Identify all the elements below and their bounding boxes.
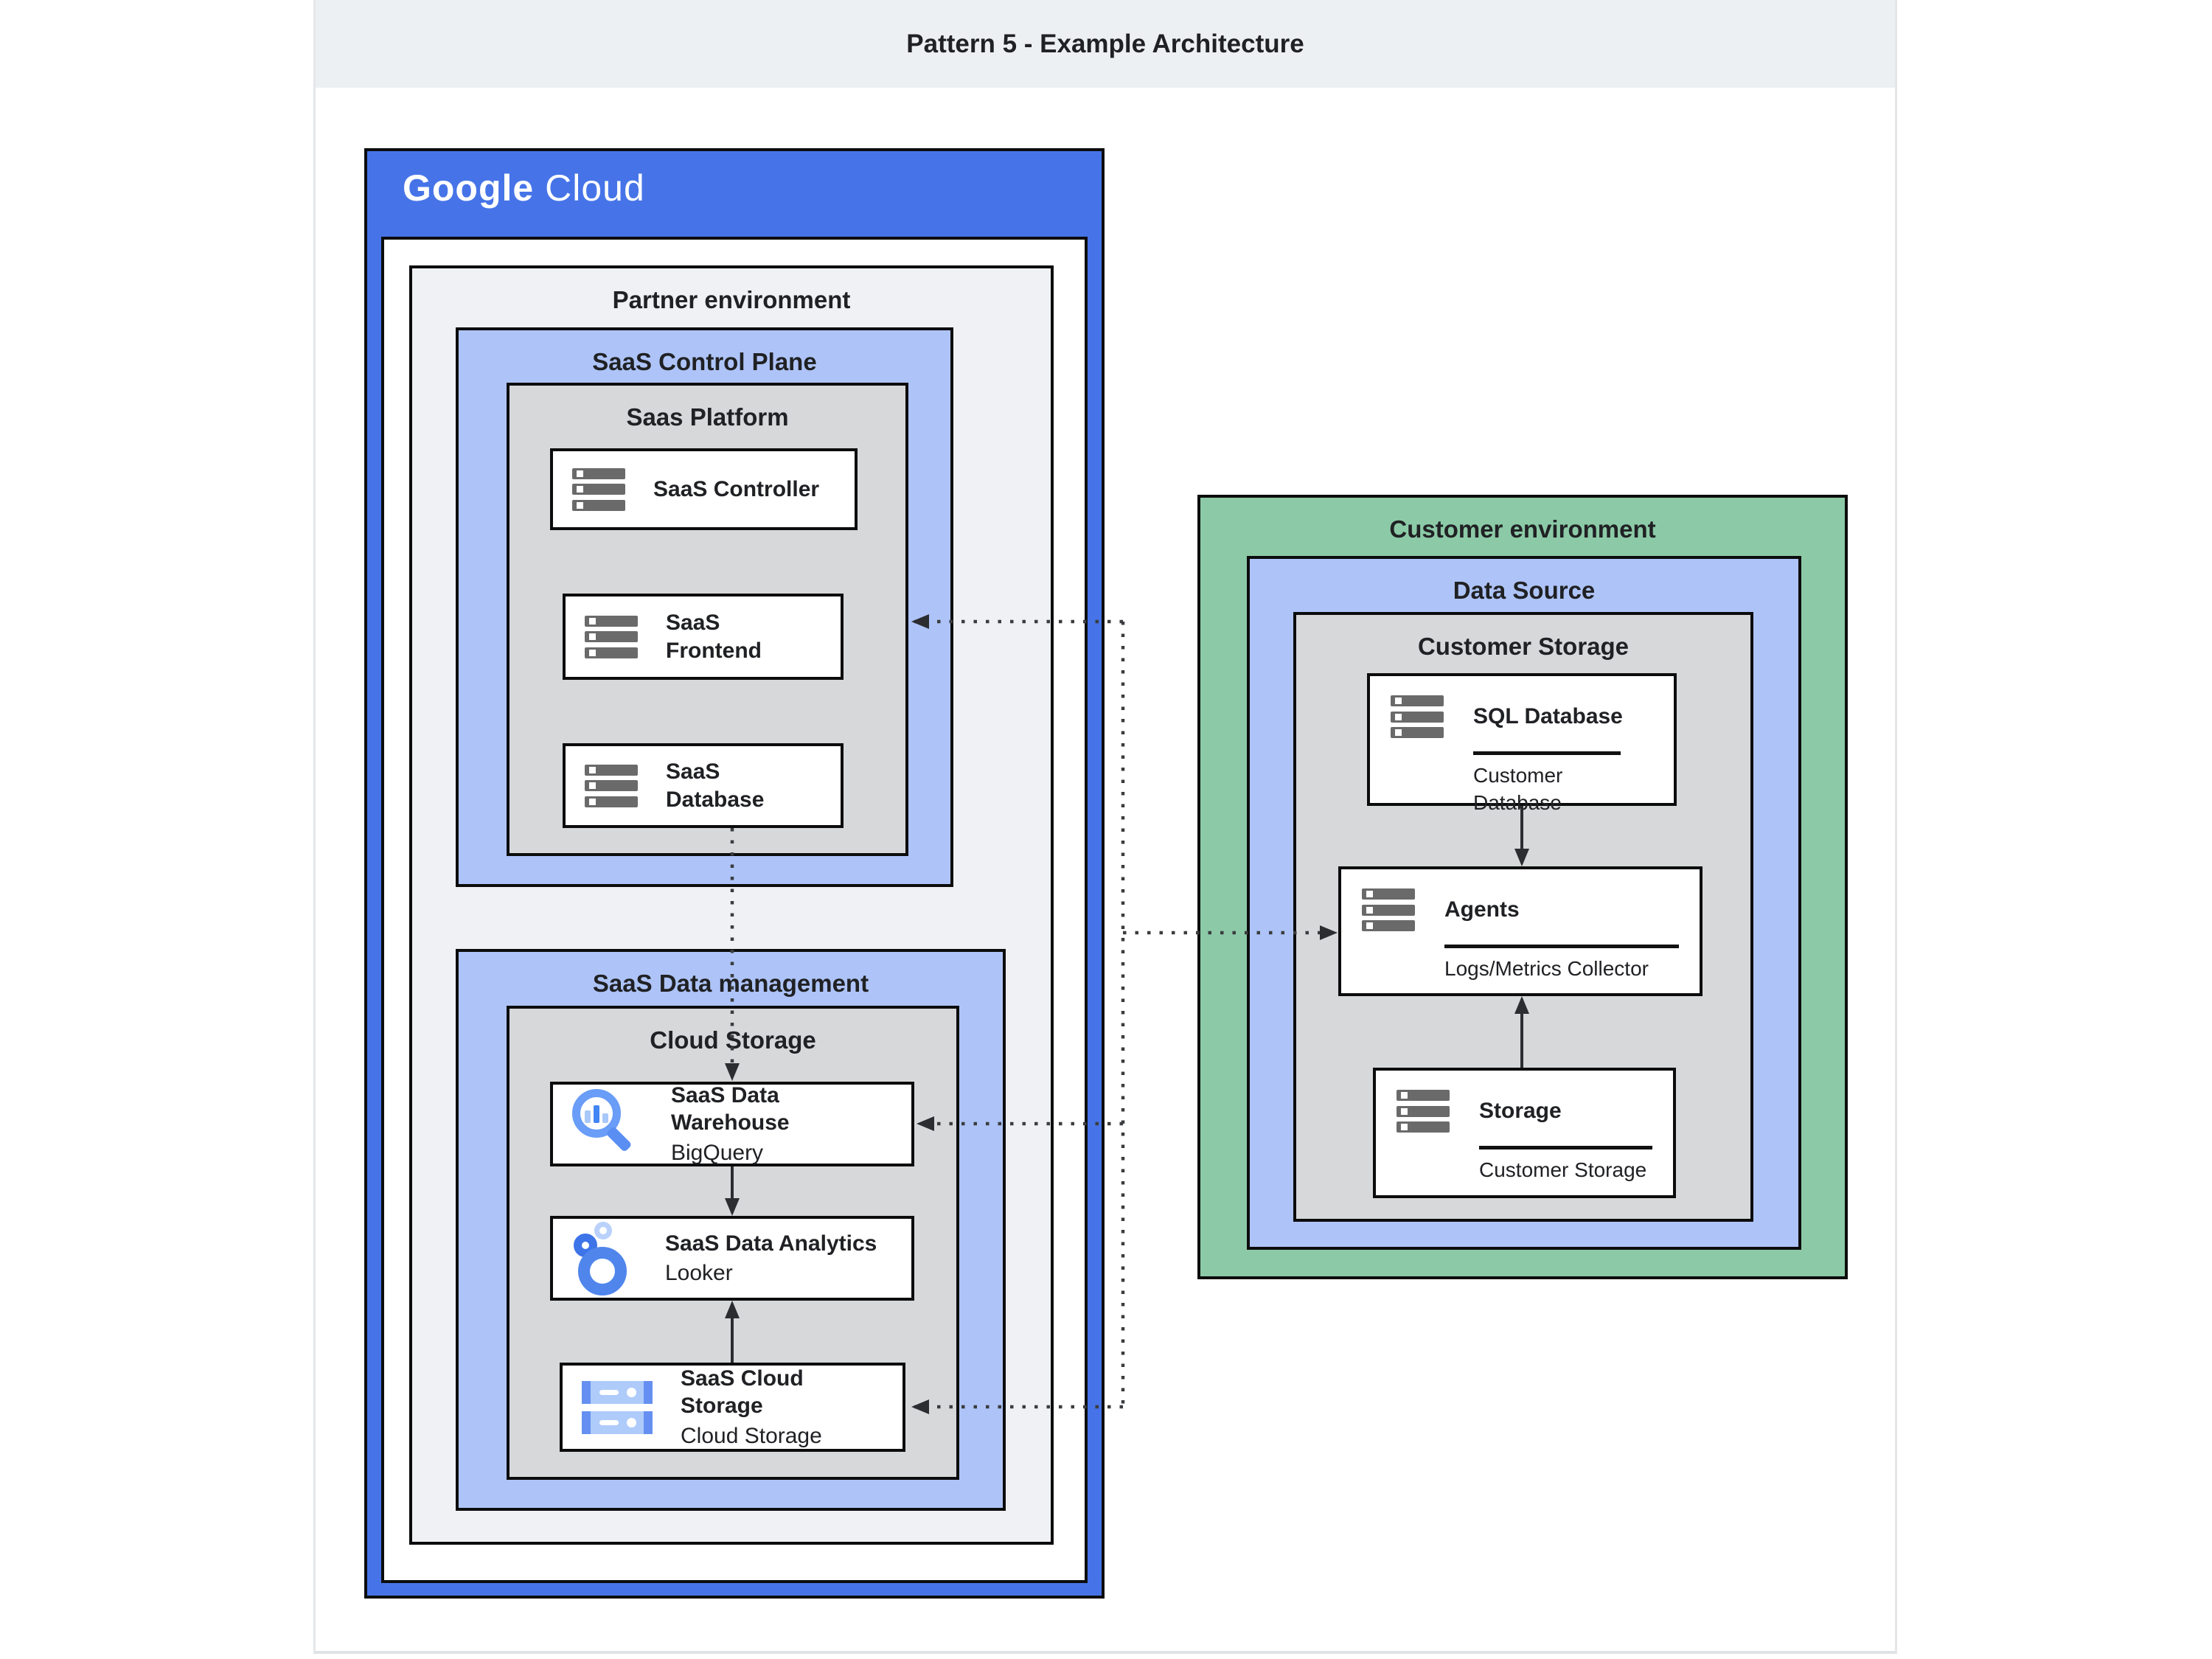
node-label: SQL Database	[1473, 704, 1623, 728]
node-saas-frontend: SaaS Frontend	[563, 594, 844, 680]
customer-storage-container-label: Customer Storage	[1417, 633, 1630, 660]
saas-data-management-label: SaaS Data management	[592, 970, 869, 997]
node-caption: Logs/Metrics Collector	[1444, 945, 1679, 983]
customer-environment-label: Customer environment	[1389, 515, 1656, 543]
cloud-logo-word: Cloud	[545, 167, 645, 209]
node-text: SaaS Data Warehouse BigQuery	[671, 1082, 892, 1167]
server-icon	[585, 764, 638, 807]
node-label: SaaS Cloud Storage	[681, 1366, 804, 1419]
saas-platform-label: Saas Platform	[626, 403, 789, 431]
google-cloud-logo: Google Cloud	[403, 167, 645, 209]
looker-icon	[572, 1221, 637, 1295]
node-label: SaaS Database	[666, 759, 765, 812]
node-storage: Storage Customer Storage	[1373, 1068, 1676, 1198]
server-icon	[572, 467, 625, 511]
partner-environment-label: Partner environment	[612, 286, 851, 313]
node-label: SaaS Data Analytics	[665, 1231, 877, 1256]
node-label: SaaS Frontend	[666, 611, 762, 663]
cloud-storage-icon	[582, 1380, 653, 1434]
node-text: SaaS Data Analytics Looker	[665, 1230, 877, 1287]
title-bar: Pattern 5 - Example Architecture	[316, 0, 1895, 88]
bigquery-icon	[572, 1088, 643, 1160]
page-title: Pattern 5 - Example Architecture	[906, 29, 1304, 58]
node-label: Storage	[1479, 1099, 1562, 1123]
node-label: SaaS Data Warehouse	[671, 1082, 790, 1135]
server-icon	[1397, 1090, 1450, 1133]
node-label: Agents	[1444, 897, 1520, 922]
node-agents: Agents Logs/Metrics Collector	[1338, 866, 1703, 996]
node-sublabel: Looker	[665, 1261, 733, 1285]
cloud-storage-container-label: Cloud Storage	[650, 1026, 816, 1054]
server-icon	[1391, 695, 1444, 738]
node-sublabel: BigQuery	[671, 1140, 764, 1165]
saas-control-plane-label: SaaS Control Plane	[592, 348, 817, 375]
node-saas-data-analytics: SaaS Data Analytics Looker	[550, 1216, 914, 1301]
node-saas-data-warehouse: SaaS Data Warehouse BigQuery	[550, 1082, 914, 1166]
node-saas-cloud-storage: SaaS Cloud Storage Cloud Storage	[560, 1363, 905, 1452]
server-icon	[1362, 888, 1415, 931]
node-saas-controller: SaaS Controller	[550, 448, 858, 530]
server-icon	[585, 615, 638, 658]
node-caption: Customer Database	[1473, 751, 1621, 817]
node-label: SaaS Controller	[653, 476, 820, 501]
node-saas-database: SaaS Database	[563, 743, 844, 828]
data-source-label: Data Source	[1453, 577, 1596, 604]
node-sql-database: SQL Database Customer Database	[1367, 673, 1677, 814]
node-sublabel: Cloud Storage	[681, 1423, 822, 1448]
node-caption: Customer Storage	[1479, 1146, 1652, 1184]
node-text: SaaS Cloud Storage Cloud Storage	[681, 1365, 883, 1450]
google-logo-word: Google	[403, 167, 535, 209]
